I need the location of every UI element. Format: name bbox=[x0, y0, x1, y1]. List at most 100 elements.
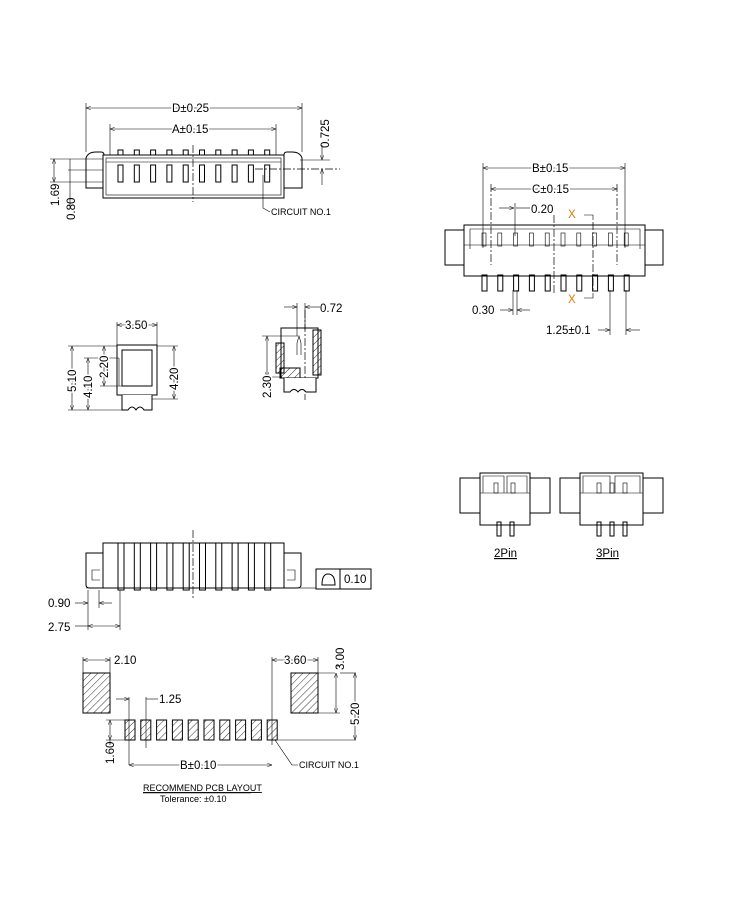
front-view: B±0.15 C±0.15 0.20 X X 0.30 1.25±0.1 bbox=[444, 162, 664, 337]
bottom-pin bbox=[150, 542, 158, 591]
signal-pad bbox=[171, 719, 183, 741]
label-2pin: 2Pin bbox=[494, 548, 517, 560]
signal-pad bbox=[235, 719, 247, 741]
front-pin-leg bbox=[560, 274, 567, 292]
label-3pin: 3Pin bbox=[596, 548, 619, 560]
bottom-pin bbox=[215, 542, 223, 591]
flatness-value: 0.10 bbox=[344, 574, 366, 586]
front-pin-top bbox=[497, 232, 503, 247]
signal-pad bbox=[187, 719, 199, 741]
dim-520: 5.20 bbox=[350, 703, 362, 725]
signal-pad bbox=[219, 719, 231, 741]
dim-169: 1.69 bbox=[50, 184, 62, 206]
flatness-icon bbox=[321, 573, 336, 586]
dim-360: 3.60 bbox=[284, 655, 306, 667]
mount-pad-left bbox=[82, 672, 111, 714]
dim-210: 2.10 bbox=[114, 655, 136, 667]
dim-0725: 0.725 bbox=[320, 119, 332, 148]
bottom-pin bbox=[117, 542, 125, 591]
dim-220: 2.20 bbox=[99, 356, 111, 378]
dim-pitch-125: 1.25 bbox=[159, 694, 181, 706]
top-pin-tab bbox=[199, 149, 205, 156]
top-pin-slot bbox=[182, 164, 189, 183]
bottom-pin bbox=[166, 542, 174, 591]
top-pin-slot bbox=[247, 164, 254, 183]
front-pin-top bbox=[544, 232, 550, 247]
dim-c: C±0.15 bbox=[532, 184, 569, 196]
front-pin-top bbox=[529, 232, 534, 247]
dim-b: B±0.15 bbox=[532, 163, 568, 175]
dim-a: A±0.15 bbox=[172, 124, 208, 136]
pcb-layout: 2.10 3.60 3.00 5.20 1.25 1.60 B±0.10 CIR… bbox=[82, 648, 364, 804]
dim-410: 4.10 bbox=[83, 376, 95, 398]
top-pin-slot bbox=[215, 164, 222, 183]
front-pin-leg bbox=[513, 274, 520, 292]
top-pin-slot bbox=[166, 164, 173, 183]
bottom-pin bbox=[264, 542, 272, 591]
dim-420: 4.20 bbox=[169, 368, 181, 390]
top-pin-tab bbox=[182, 149, 189, 156]
top-pin-tab bbox=[117, 149, 124, 156]
top-pin-tab bbox=[247, 149, 254, 156]
front-pin-leg bbox=[623, 274, 630, 292]
front-pin-top bbox=[608, 232, 613, 247]
top-pin-slot bbox=[117, 164, 124, 183]
variant-2pin: 2Pin bbox=[459, 472, 551, 560]
top-pin-slot bbox=[264, 164, 271, 183]
dim-072: 0.72 bbox=[320, 303, 342, 315]
front-pin-leg bbox=[592, 274, 599, 292]
front-pin-top bbox=[576, 232, 582, 247]
dim-080: 0.80 bbox=[66, 198, 78, 220]
top-pin-tab bbox=[150, 149, 157, 156]
circuit-no1-label: CIRCUIT NO.1 bbox=[271, 207, 331, 217]
dim-030: 0.30 bbox=[472, 305, 494, 317]
front-pin-leg bbox=[497, 274, 504, 292]
signal-pad bbox=[250, 719, 262, 741]
front-pin-top bbox=[623, 232, 629, 247]
top-view: D±0.25 A±0.15 0.725 1.69 0.80 CIRCUIT NO… bbox=[50, 102, 340, 220]
bottom-pin bbox=[199, 542, 206, 591]
dim-pitch: 1.25±0.1 bbox=[546, 325, 591, 337]
signal-pad bbox=[124, 719, 136, 741]
bottom-pin bbox=[231, 542, 239, 591]
section-marker-bottom: X bbox=[568, 294, 576, 306]
dim-b-pcb: B±0.10 bbox=[180, 760, 216, 772]
front-pin-leg bbox=[576, 274, 583, 292]
front-pin-leg bbox=[481, 274, 488, 292]
front-pin-top bbox=[481, 232, 487, 247]
signal-pad bbox=[203, 719, 215, 741]
dim-d: D±0.25 bbox=[172, 103, 209, 115]
top-pin-slot bbox=[133, 164, 140, 183]
dim-020: 0.20 bbox=[531, 204, 553, 216]
dim-090: 0.90 bbox=[48, 598, 70, 610]
dim-275: 2.75 bbox=[48, 622, 70, 634]
bottom-pin bbox=[247, 542, 255, 591]
dim-350: 3.50 bbox=[125, 320, 147, 332]
dim-230: 2.30 bbox=[262, 376, 274, 398]
circuit-no1-pcb: CIRCUIT NO.1 bbox=[299, 760, 359, 770]
section-marker-top: X bbox=[568, 209, 576, 221]
variant-3pin: 3Pin bbox=[559, 472, 664, 560]
top-pin-tab bbox=[215, 149, 222, 156]
side-view: 3.50 5.10 4.10 2.20 4.20 bbox=[66, 319, 183, 411]
top-pin-tab bbox=[166, 149, 173, 156]
bottom-view: 0.10 0.90 2.75 bbox=[48, 530, 372, 634]
top-pin-slot bbox=[231, 164, 238, 183]
section-view: 0.72 2.30 bbox=[261, 303, 342, 400]
bottom-pin bbox=[133, 542, 141, 591]
front-pin-top bbox=[513, 232, 518, 247]
front-pin-top bbox=[560, 232, 566, 247]
dim-300: 3.00 bbox=[335, 648, 347, 670]
pcb-layout-title: RECOMMEND PCB LAYOUT bbox=[143, 783, 262, 793]
dim-160: 1.60 bbox=[105, 742, 117, 764]
front-pin-leg bbox=[607, 274, 614, 292]
mount-pad-right bbox=[290, 672, 319, 714]
dim-510: 5.10 bbox=[67, 370, 79, 392]
top-pin-slot bbox=[199, 164, 205, 183]
front-pin-top bbox=[592, 232, 597, 247]
bottom-pin bbox=[182, 542, 190, 591]
top-pin-tab bbox=[264, 149, 271, 156]
pcb-tolerance: Tolerance: ±0.10 bbox=[160, 794, 226, 804]
front-pin-leg bbox=[544, 274, 551, 292]
